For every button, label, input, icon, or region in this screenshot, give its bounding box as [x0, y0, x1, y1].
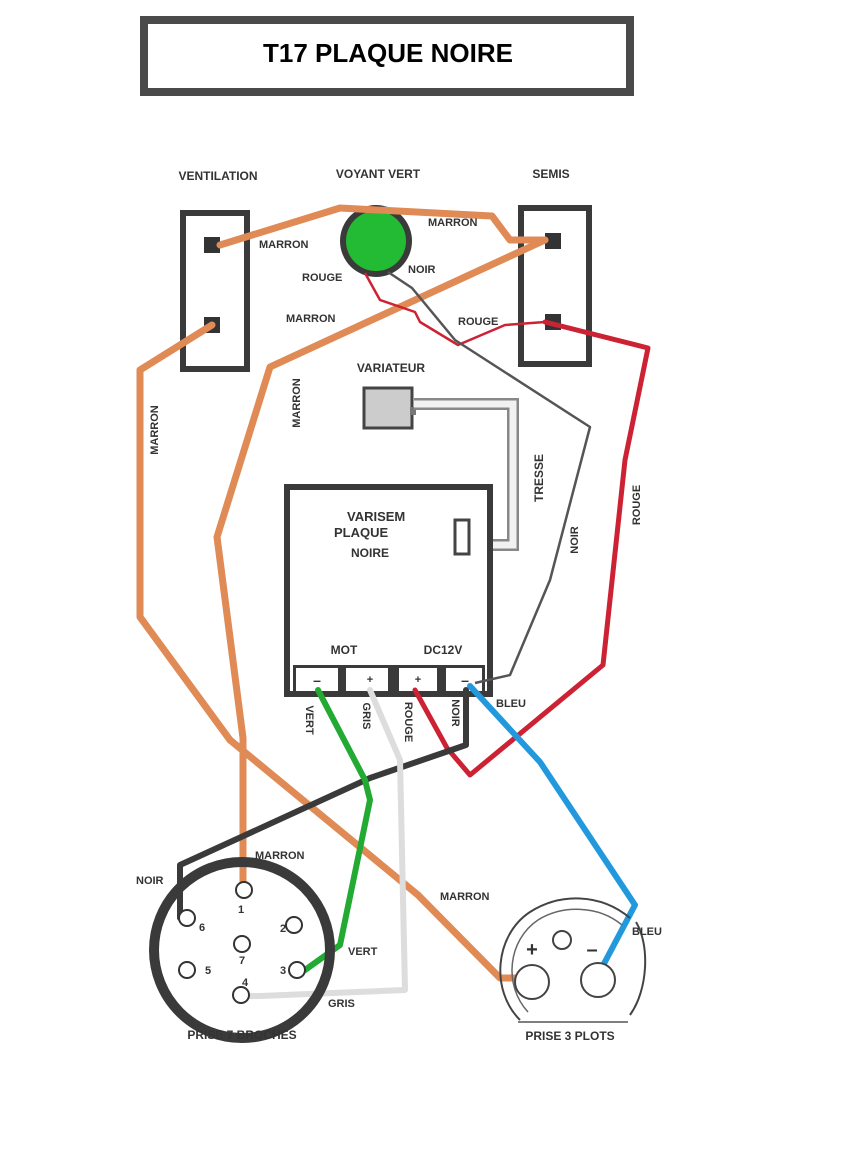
title-box: T17 PLAQUE NOIRE [140, 16, 634, 96]
prise-3-plots [499, 897, 647, 1023]
prise-7-label: PRISE 7 BROCHES [187, 1028, 296, 1042]
wire-rouge-semis-dc [412, 319, 651, 778]
prise-3-label: PRISE 3 PLOTS [525, 1029, 614, 1043]
pin-6-label: 6 [199, 922, 205, 934]
wire-label-noir-pin6: NOIR [136, 875, 164, 887]
terminal-mot-plus [346, 668, 388, 691]
wire-label-gris-term: GRIS [360, 703, 372, 730]
varisem-text-1: VARISEM [347, 509, 405, 524]
wire-label-noir-right-vertical: NOIR [569, 526, 581, 554]
ventilation-label: VENTILATION [178, 169, 257, 183]
wire-label-marron-mid-vertical: MARRON [291, 378, 303, 428]
voyant-vert-led [340, 205, 412, 277]
dc12v-label: DC12V [424, 643, 463, 657]
wire-label-noir-led: NOIR [408, 264, 436, 276]
wire-gris [235, 687, 408, 999]
wire-label-bleu-prise3: BLEU [632, 926, 662, 938]
pin-2-label: 2 [280, 923, 286, 935]
wire-marron-semis-pin1 [213, 236, 549, 889]
tresse-label: TRESSE [532, 454, 546, 502]
mot-label: MOT [331, 643, 358, 657]
prise-3-plus-sign: + [526, 939, 538, 961]
pin-4-label: 4 [242, 977, 249, 989]
terminal-mot-minus-sign: – [313, 672, 321, 688]
wire-rouge-led [363, 272, 546, 347]
wire-label-rouge-right-vertical: ROUGE [631, 485, 643, 525]
varisem-text-2: PLAQUE [334, 525, 389, 540]
voyant-vert-label: VOYANT VERT [336, 167, 421, 181]
wire-label-vert-pin3: VERT [348, 946, 378, 958]
wire-label-marron-semis-top: MARRON [428, 217, 478, 229]
prise-3-minus-sign: – [586, 939, 597, 961]
pin-5-label: 5 [205, 965, 211, 977]
prise-7-broches [149, 857, 335, 1043]
terminal-dc-plus-sign: + [415, 674, 421, 686]
wire-label-rouge-led: ROUGE [302, 272, 342, 284]
varisem-module [284, 484, 493, 697]
wire-label-vert-term: VERT [303, 705, 315, 735]
pin-1-label: 1 [238, 904, 244, 916]
semis-switch [518, 205, 592, 367]
varisem-text-3: NOIRE [351, 546, 389, 560]
wire-label-gris-pin4: GRIS [328, 998, 355, 1010]
terminal-mot-minus [296, 668, 338, 691]
wire-bleu [467, 683, 638, 978]
wire-label-noir-term: NOIR [449, 699, 461, 727]
variateur-box [362, 386, 416, 430]
wire-label-marron-left-vertical: MARRON [149, 405, 161, 455]
pin-7-label: 7 [239, 955, 245, 967]
terminal-mot-plus-sign: + [367, 674, 373, 686]
wire-marron-vent-semis [216, 204, 549, 249]
wire-label-marron-pin1: MARRON [255, 850, 305, 862]
wire-noir-led-dc [387, 270, 592, 685]
diagram-title: T17 PLAQUE NOIRE [263, 38, 513, 68]
terminal-dc-plus [399, 668, 437, 691]
wire-label-marron-mid: MARRON [286, 313, 336, 325]
variateur-label: VARIATEUR [357, 361, 426, 375]
semis-label: SEMIS [532, 167, 569, 181]
wire-label-rouge-term: ROUGE [402, 702, 414, 742]
wire-label-bleu-term: BLEU [496, 698, 526, 710]
terminal-dc-minus-sign: – [461, 672, 469, 688]
wire-label-rouge-semis: ROUGE [458, 316, 498, 328]
wire-label-marron-prise3: MARRON [440, 891, 490, 903]
wire-label-marron-vent-top: MARRON [259, 239, 309, 251]
wire-noir-dc-pin6 [177, 687, 469, 921]
pin-3-label: 3 [280, 965, 286, 977]
